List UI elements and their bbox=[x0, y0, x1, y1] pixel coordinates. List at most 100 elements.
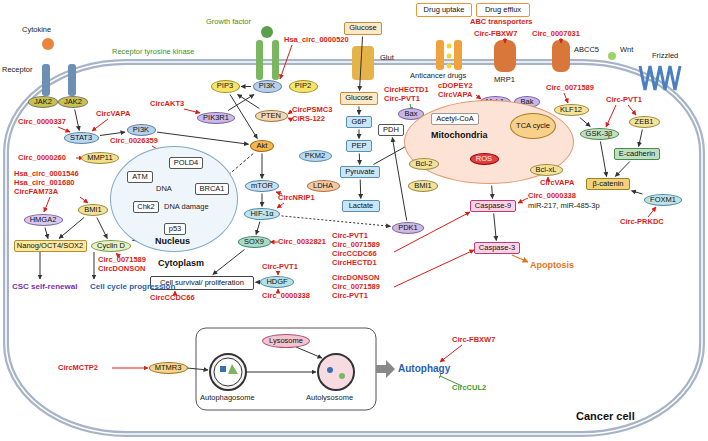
text-label: Anticancer drugs bbox=[410, 72, 466, 81]
autophagy-panel bbox=[327, 367, 333, 373]
text-label: Circ-FBXW7 bbox=[452, 336, 495, 345]
text-label: CircDONSON bbox=[332, 274, 380, 283]
text-label: Hsa_circ_0001546 bbox=[14, 170, 79, 179]
circrna-arrows bbox=[44, 197, 50, 212]
text-label: Receptor bbox=[2, 66, 32, 75]
text-label: Wnt bbox=[620, 46, 633, 55]
protein-ellipse: FOXM1 bbox=[644, 194, 682, 206]
protein-ellipse: mTOR bbox=[245, 180, 279, 192]
connector bbox=[213, 250, 245, 275]
connector bbox=[75, 110, 80, 131]
node-text: PI3K bbox=[133, 126, 149, 134]
connector bbox=[241, 86, 251, 87]
node-text: Nanog/OCT4/SOX2 bbox=[17, 242, 83, 250]
autophagy-panel bbox=[339, 373, 345, 379]
membrane-proteins bbox=[447, 44, 452, 49]
membrane-proteins bbox=[447, 64, 452, 69]
circrna-arrows bbox=[112, 368, 148, 369]
protein-box: PDH bbox=[378, 124, 404, 136]
protein-box: Drug uptake bbox=[416, 3, 472, 17]
autophagy-panel bbox=[376, 360, 395, 378]
node-text: Lysosome bbox=[269, 337, 303, 345]
membrane-proteins bbox=[640, 66, 680, 90]
node-text: Drug efflux bbox=[485, 6, 521, 14]
node-text: JAK2 bbox=[34, 98, 52, 106]
node-text: β-catenin bbox=[593, 180, 624, 188]
protein-ellipse: BMI1 bbox=[408, 180, 438, 192]
connector bbox=[359, 130, 360, 139]
text-label: CSC self-renewal bbox=[12, 282, 77, 291]
text-label: CircCUL2 bbox=[452, 384, 486, 393]
protein-ellipse: PI3K bbox=[127, 124, 156, 136]
circrna-arrows bbox=[648, 207, 656, 217]
text-label: MRP1 bbox=[494, 76, 515, 85]
connector bbox=[262, 154, 263, 179]
node-text: MMP11 bbox=[87, 154, 112, 162]
protein-ellipse: SOX9 bbox=[238, 236, 271, 248]
process-arrows bbox=[246, 372, 316, 373]
connector bbox=[600, 142, 606, 177]
text-label: Circ-FBXW7 bbox=[474, 30, 517, 39]
circrna-arrows bbox=[80, 197, 88, 203]
membrane-proteins bbox=[494, 40, 516, 72]
circrna-arrows bbox=[277, 203, 284, 208]
autophagy-panel bbox=[210, 354, 246, 390]
membrane-proteins bbox=[454, 40, 462, 70]
text-label: CircHECTD1 bbox=[332, 259, 377, 268]
text-label: Cytokine bbox=[22, 26, 51, 35]
text-label: CircHECTD1 bbox=[384, 86, 429, 95]
node-text: SOX9 bbox=[244, 238, 264, 246]
membrane-proteins bbox=[608, 52, 616, 60]
text-label: Apoptosis bbox=[530, 260, 574, 270]
text-label: Growth factor bbox=[206, 18, 251, 27]
connector bbox=[360, 180, 362, 199]
membrane-proteins bbox=[68, 64, 76, 96]
node-text: POLD4 bbox=[174, 159, 199, 167]
node-text: HIF-1α bbox=[250, 210, 273, 218]
circrna-arrows bbox=[476, 95, 481, 99]
node-text: Bcl-xL bbox=[536, 166, 557, 174]
autophagy-panel bbox=[196, 328, 376, 410]
protein-box: Nanog/OCT4/SOX2 bbox=[14, 240, 87, 252]
protein-ellipse: KLF12 bbox=[554, 104, 589, 116]
node-text: PKM2 bbox=[305, 152, 325, 160]
text-label: CircCCDC66 bbox=[150, 294, 195, 303]
autophagy-panel bbox=[228, 364, 238, 374]
text-label: Circ_0071589 bbox=[332, 241, 380, 250]
text-label: CiRS-122 bbox=[292, 115, 325, 124]
text-label: DNA bbox=[156, 185, 172, 194]
connector bbox=[615, 162, 630, 177]
circrna-arrows bbox=[561, 38, 562, 43]
circrna-arrows bbox=[58, 127, 70, 132]
text-label: Circ_0071589 bbox=[98, 256, 146, 265]
text-label: miR-217, miR-485-3p bbox=[528, 202, 600, 211]
circrna-arrows bbox=[288, 111, 292, 114]
node-text: Pyruvate bbox=[345, 168, 375, 176]
text-label: Circ_0000337 bbox=[18, 118, 66, 127]
text-label: Circ_0032821 bbox=[278, 238, 326, 247]
text-label: CircVAPA bbox=[438, 91, 472, 100]
node-text: KLF12 bbox=[560, 106, 582, 114]
node-text: Bcl-2 bbox=[415, 160, 432, 168]
text-label: Glut bbox=[380, 54, 394, 63]
membrane-proteins bbox=[552, 40, 570, 72]
text-label: cDOPEY2 bbox=[438, 82, 473, 91]
protein-box: Caspase-9 bbox=[470, 200, 516, 212]
circrna-arrows bbox=[564, 93, 568, 103]
connector bbox=[360, 37, 363, 91]
autophagy-panel bbox=[214, 358, 242, 386]
circrna-arrows bbox=[44, 38, 656, 368]
node-text: mTOR bbox=[251, 182, 273, 190]
node-text: PIP3 bbox=[217, 82, 233, 90]
connector bbox=[494, 214, 497, 241]
text-label: Circ_0071589 bbox=[546, 84, 594, 93]
text-label: Autophagosome bbox=[200, 394, 255, 403]
connector bbox=[256, 222, 260, 235]
autophagy-panel bbox=[196, 328, 395, 410]
text-label: Hsa_circ_0000520 bbox=[284, 36, 349, 45]
connector bbox=[157, 132, 249, 144]
membrane-proteins bbox=[352, 46, 374, 80]
connector bbox=[491, 186, 493, 199]
